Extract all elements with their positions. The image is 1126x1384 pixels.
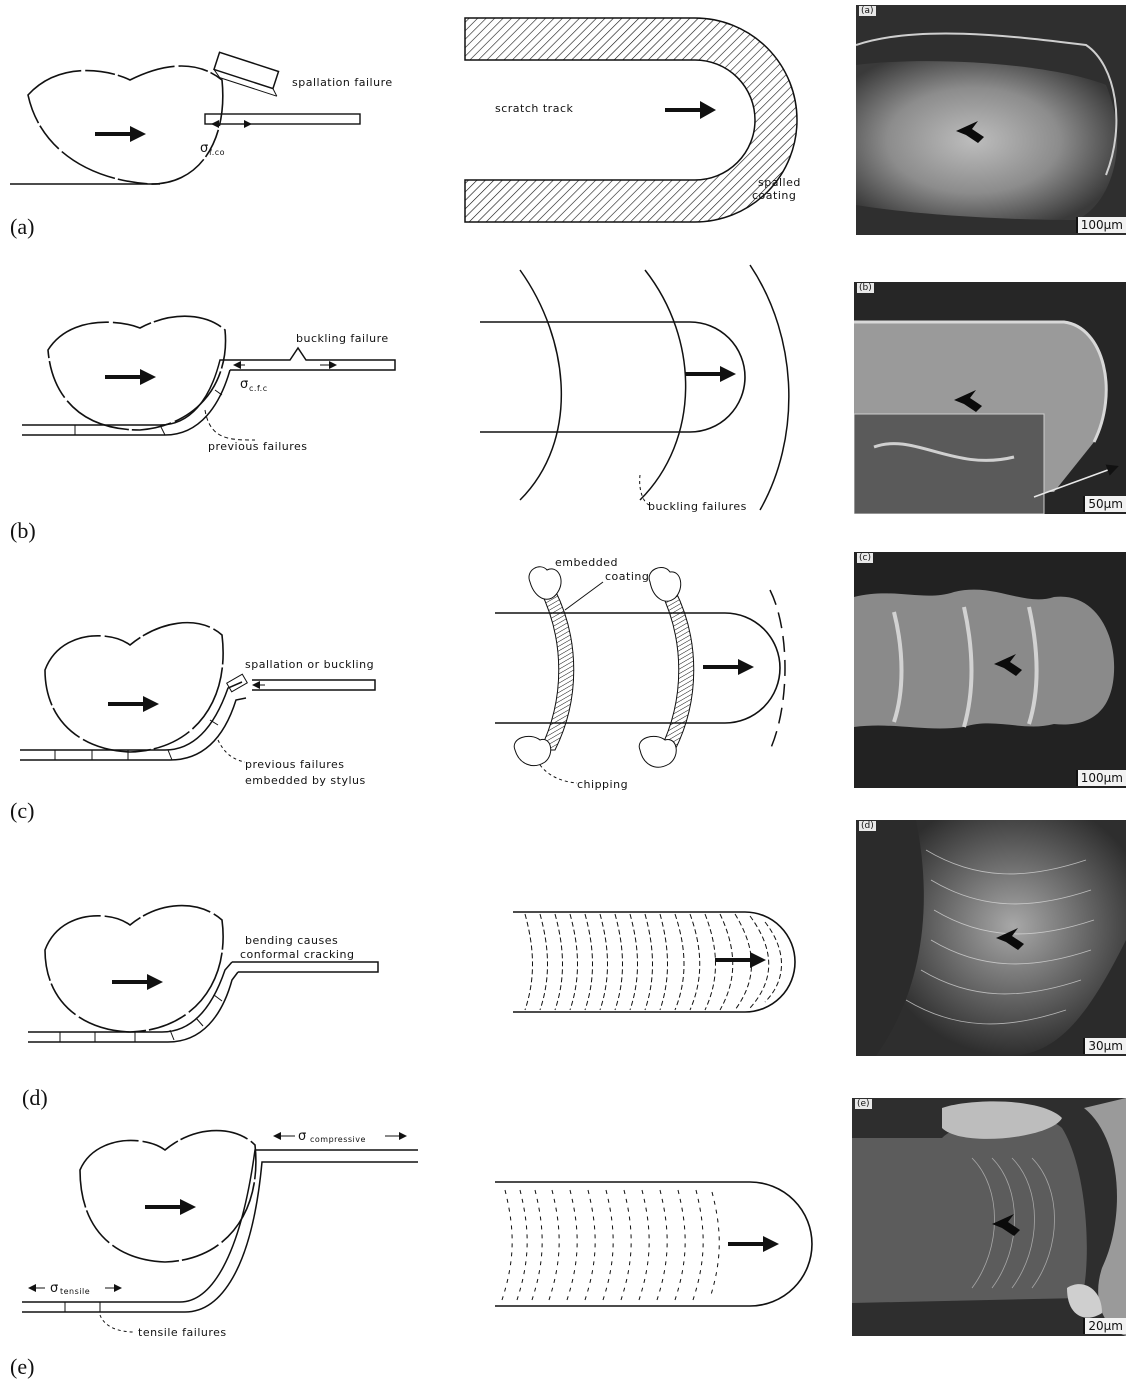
label-tensile-failures: tensile failures: [138, 1326, 227, 1339]
scratch-track-b: [480, 322, 745, 432]
label-embedded: embedded: [555, 556, 618, 569]
label-bending-causes: bending causes: [245, 934, 338, 947]
label-stress-tens-sub: tensile: [60, 1287, 90, 1296]
top-view-d: [505, 890, 815, 1040]
row-label-e: (e): [10, 1354, 34, 1380]
spalled-coating-band-a: [465, 18, 797, 222]
micrograph-c: (c) 100µm: [854, 552, 1126, 788]
stylus-a: [28, 66, 223, 184]
label-spalled: spalled: [758, 176, 801, 189]
micrograph-tag-a: (a): [859, 6, 876, 16]
label-embedded-by-stylus: embedded by stylus: [245, 774, 366, 787]
micrograph-e: (e) 20µm: [852, 1098, 1126, 1336]
row-label-a: (a): [10, 214, 34, 240]
side-view-e: σ compressive σ tensile tensile failures: [0, 1110, 440, 1340]
label-coating-a: coating: [752, 189, 796, 202]
side-view-a: spallation failure σ f.co: [0, 40, 400, 200]
label-spallation-or-buckling: spallation or buckling: [245, 658, 374, 671]
stylus-b: [48, 316, 226, 430]
micrograph-a: (a) 100µm: [856, 5, 1126, 235]
side-view-c: spallation or buckling previous failures…: [0, 590, 440, 790]
label-stress-comp: σ: [298, 1129, 307, 1144]
row-d: bending causes conformal cracking (d): [0, 830, 1126, 1110]
label-buckling-failures: buckling failures: [648, 500, 747, 513]
label-previous-failures-b: previous failures: [208, 440, 308, 453]
label-chipping: chipping: [577, 778, 628, 791]
row-label-c: (c): [10, 798, 34, 824]
micrograph-tag-c: (c): [857, 553, 873, 563]
row-b: buckling failure σ c.f.c previous failur…: [0, 260, 1126, 550]
row-e: σ compressive σ tensile tensile failures…: [0, 1110, 1126, 1384]
label-stress-sub-a: f.co: [209, 148, 225, 157]
top-view-e: [490, 1170, 820, 1320]
label-conformal-cracking: conformal cracking: [240, 948, 354, 961]
scale-bar-d: 30µm: [1083, 1038, 1126, 1054]
label-spallation-failure: spallation failure: [292, 76, 393, 89]
top-view-a: scratch track spalled coating: [460, 10, 820, 230]
label-stress-a: σ: [200, 141, 209, 156]
lifted-flake-c: [227, 674, 248, 692]
label-stress-sub-b: c.f.c: [249, 384, 268, 393]
micrograph-tag-e: (e): [855, 1099, 872, 1109]
stylus-c: [45, 623, 223, 752]
stylus-d: [45, 906, 223, 1032]
label-previous-failures-c: previous failures: [245, 758, 345, 771]
scale-bar-a: 100µm: [1076, 217, 1126, 233]
label-stress-comp-sub: compressive: [310, 1135, 366, 1144]
scale-bar-c: 100µm: [1076, 770, 1126, 786]
scale-bar-e: 20µm: [1083, 1318, 1126, 1334]
top-view-b: buckling failures: [470, 260, 800, 525]
side-view-b: buckling failure σ c.f.c previous failur…: [0, 290, 440, 460]
row-label-d: (d): [22, 1085, 48, 1111]
row-a: spallation failure σ f.co scratch track …: [0, 0, 1126, 260]
row-label-b: (b): [10, 518, 36, 544]
top-view-c: embedded coating chipping: [485, 550, 815, 805]
label-stress-tens: σ: [50, 1281, 59, 1296]
side-view-d: bending causes conformal cracking: [0, 880, 440, 1060]
scale-bar-b: 50µm: [1083, 496, 1126, 512]
label-scratch-track: scratch track: [495, 102, 573, 115]
micrograph-tag-d: (d): [859, 821, 876, 831]
label-coating-c: coating: [605, 570, 649, 583]
spalled-block-a: [214, 52, 279, 88]
micrograph-b: (b) 50µm: [854, 282, 1126, 514]
row-c: spallation or buckling previous failures…: [0, 550, 1126, 830]
micrograph-d: (d) 30µm: [856, 820, 1126, 1056]
micrograph-tag-b: (b): [857, 283, 874, 293]
label-buckling-failure: buckling failure: [296, 332, 389, 345]
label-stress-b: σ: [240, 377, 249, 392]
stylus-e: [80, 1131, 256, 1262]
